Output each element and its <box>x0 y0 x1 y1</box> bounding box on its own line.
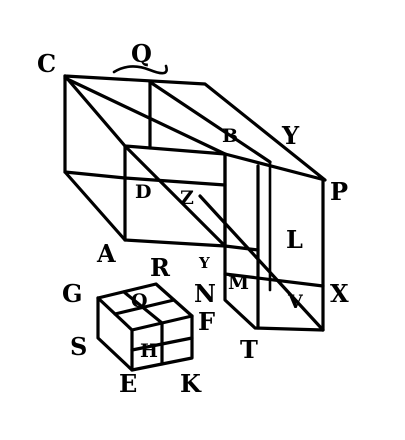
label-N: N <box>194 279 216 308</box>
large-solid-right-lower <box>223 272 325 288</box>
large-solid-front-diagonal <box>123 144 227 248</box>
label-Y-lower: Y <box>198 254 210 272</box>
small-solid-top-divider-2 <box>113 298 176 316</box>
large-solid-right-face <box>223 152 325 332</box>
large-solid-front-mid <box>63 170 127 180</box>
label-O: O <box>131 290 148 312</box>
large-solid-top-face <box>63 74 327 182</box>
label-A: A <box>96 239 116 268</box>
label-K: K <box>180 369 202 398</box>
label-X: X <box>330 279 349 308</box>
label-P: P <box>330 177 348 206</box>
label-M: M <box>228 272 249 294</box>
label-Q: Q <box>131 39 152 68</box>
label-H: H <box>140 340 158 362</box>
label-E: E <box>119 369 137 398</box>
label-F: F <box>198 307 215 336</box>
small-solid <box>96 282 194 372</box>
label-B: B <box>222 125 238 147</box>
large-solid-top-divider <box>148 80 272 164</box>
large-solid <box>63 74 327 332</box>
label-D: D <box>135 181 151 203</box>
label-T: T <box>240 335 258 364</box>
label-S: S <box>70 332 87 361</box>
label-G: G <box>62 279 83 308</box>
label-Q-flourish <box>112 64 168 75</box>
label-C: C <box>37 49 56 78</box>
label-R: R <box>150 253 171 282</box>
label-L: L <box>286 225 303 254</box>
label-Z: Z <box>180 187 194 209</box>
large-solid-top-diagonal <box>63 76 227 156</box>
label-V: V <box>287 291 304 313</box>
large-solid-right-diagonal <box>198 194 325 332</box>
label-Y: Y <box>281 121 300 150</box>
large-solid-front-mid-right <box>123 176 227 187</box>
large-solid-right-mid <box>223 244 260 252</box>
